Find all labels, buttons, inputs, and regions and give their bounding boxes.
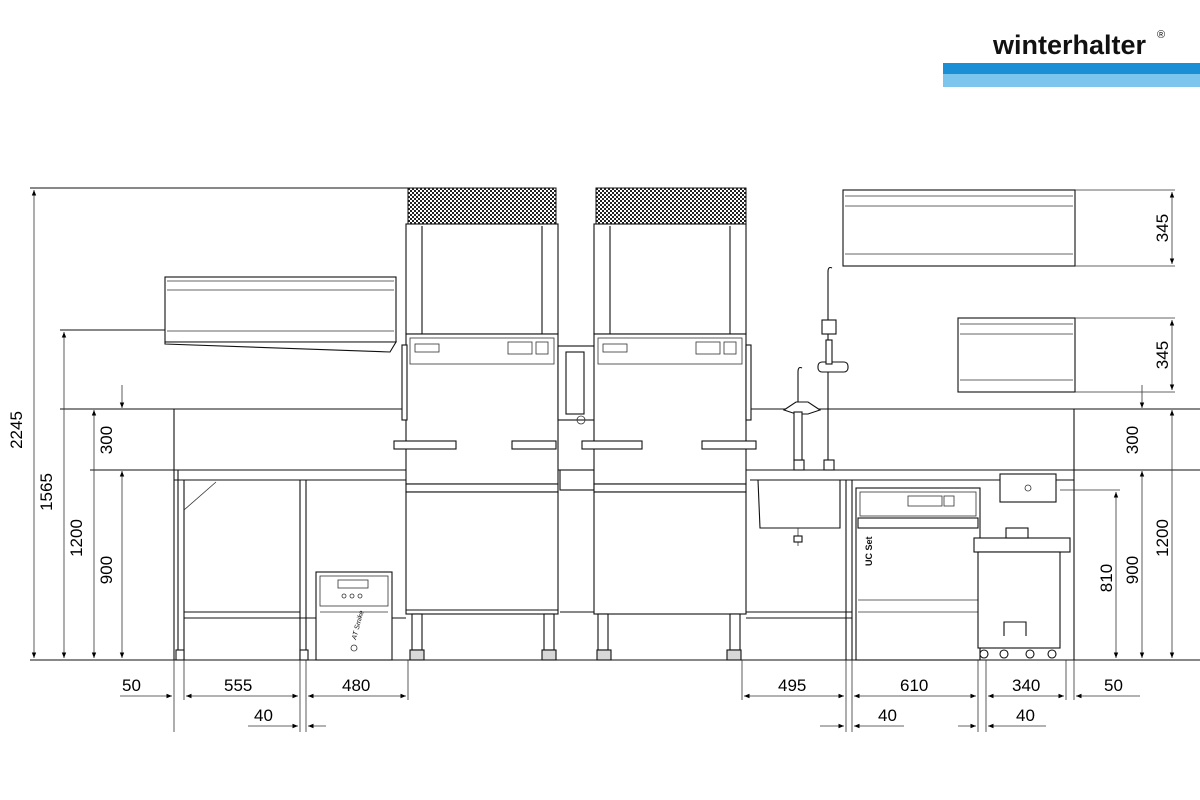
dim-bottom-40-right: 40: [1016, 706, 1035, 725]
left-dimension-lines: [31, 190, 125, 658]
sink-table: [746, 266, 1074, 660]
dim-bottom-555: 555: [224, 676, 252, 695]
dim-left-900: 900: [97, 556, 116, 584]
brand-stripe-light: [943, 74, 1200, 87]
dim-bottom-480: 480: [342, 676, 370, 695]
dim-left-300: 300: [97, 426, 116, 454]
dim-left-1565: 1565: [37, 473, 56, 511]
dim-bottom-340: 340: [1012, 676, 1040, 695]
dim-bottom-610: 610: [900, 676, 928, 695]
right-lower-hood: [957, 317, 1076, 393]
dishwasher-right: [581, 187, 757, 661]
dim-bottom-495: 495: [778, 676, 806, 695]
dim-left-2245: 2245: [7, 411, 26, 449]
dim-right-300: 300: [1123, 426, 1142, 454]
bottom-dimension-lines: [120, 660, 1140, 732]
undercounter-unit: UC Set: [855, 409, 1075, 661]
dim-right-1200: 1200: [1153, 519, 1172, 557]
dim-right-hood-345-lower: 345: [1153, 341, 1172, 369]
brand-logo: winterhalter ®: [943, 29, 1200, 87]
dim-bottom-40-middle: 40: [878, 706, 897, 725]
unit-tag-label: UC Set: [864, 536, 874, 566]
left-exhaust-hood: [164, 276, 397, 353]
machine-connector: [557, 345, 597, 613]
brand-stripe-dark: [943, 63, 1200, 74]
dishwasher-left: [393, 187, 559, 661]
control-cabinet: AT Smike: [315, 571, 393, 661]
dim-bottom-50-left: 50: [122, 676, 141, 695]
dim-left-1200: 1200: [67, 519, 86, 557]
dim-right-900: 900: [1123, 556, 1142, 584]
booster-tank: [973, 473, 1071, 659]
dim-bottom-50-right: 50: [1104, 676, 1123, 695]
right-dimension-lines: [1060, 189, 1175, 658]
dim-right-hood-345-upper: 345: [1153, 214, 1172, 242]
dim-right-810: 810: [1097, 564, 1116, 592]
brand-registered-mark: ®: [1157, 29, 1165, 41]
brand-wordmark: winterhalter: [992, 30, 1147, 60]
right-upper-hood: [842, 189, 1076, 267]
dim-bottom-40-left: 40: [254, 706, 273, 725]
